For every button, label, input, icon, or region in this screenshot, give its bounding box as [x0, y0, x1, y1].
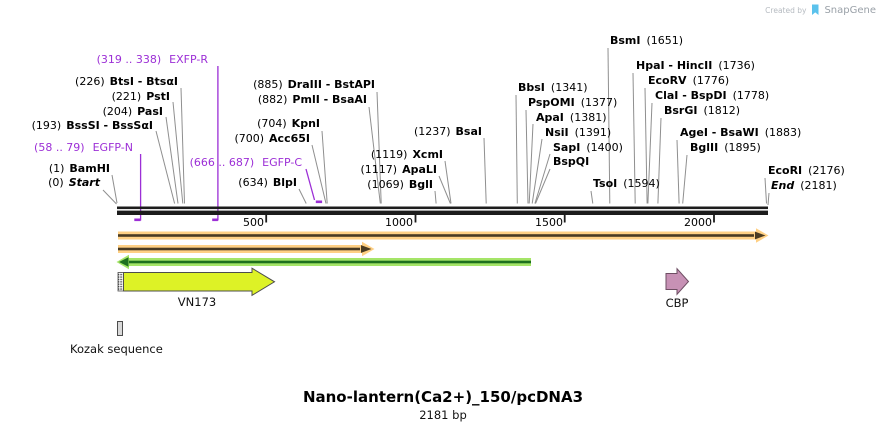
vn173-ragged-edge: [117, 272, 124, 292]
leader-pasi: [165, 116, 179, 204]
site-label-apai: ApaI(1381): [536, 111, 607, 124]
leader-bsai: [483, 137, 487, 204]
leader-hpai: [632, 72, 636, 204]
cbp-arrow: [665, 267, 690, 296]
site-label-pspomi: PspOMI(1377): [528, 96, 618, 109]
site-label-apali: (1117)ApaLI: [360, 163, 438, 176]
site-label-bamhi: (1)BamHI: [48, 162, 110, 175]
site-label-pmli: (882)PmlI - BsaAI: [257, 93, 367, 106]
ruler-ticks: [265, 215, 715, 223]
primer-label-egfp-c: (666 .. 687)EGFP-C: [189, 156, 302, 169]
leader-bsssi: [155, 130, 176, 204]
backbone-bottom-strand: [117, 210, 768, 215]
feature-label-kozak: Kozak sequence: [70, 342, 163, 356]
primer-marks: [134, 66, 323, 222]
leader-btsi: [180, 87, 185, 204]
green-arrow-core: [129, 260, 531, 264]
leader-ecori: [764, 177, 767, 204]
site-label-clai: ClaI - BspDI(1778): [655, 89, 770, 102]
leader-kpni: [321, 130, 328, 204]
orange-arrow-short-core: [118, 247, 360, 251]
leader-ecorv: [644, 87, 648, 204]
primer-egfp-c-leader: [305, 168, 316, 201]
sequence-backbone: [117, 206, 768, 215]
site-label-ecori: EcoRI(2176): [768, 164, 845, 177]
site-label-nsii: NsiI(1391): [545, 126, 612, 139]
leader-nsii: [531, 138, 543, 204]
primer-label-exfp-r: (319 .. 338)EXFP-R: [96, 53, 208, 66]
map-title: Nano-lantern(Ca2+)_150/pcDNA3: [302, 388, 584, 406]
leader-bbsi: [515, 94, 518, 204]
leader-agei: [676, 139, 680, 204]
leader-apali: [438, 175, 451, 204]
site-label-btsi: (226)BtsI - BtsαI: [75, 75, 178, 88]
leader-bsmi: [607, 47, 611, 204]
site-label-tsoi: TsoI(1594): [593, 177, 660, 190]
site-label-bsmi: BsmI(1651): [610, 34, 684, 47]
site-label-bsai: (1237)BsaI: [413, 125, 482, 138]
site-label-bsssi: (193)BssSI - BssSαI: [31, 119, 153, 132]
leader-psti: [172, 101, 184, 204]
leader-bspqi: [535, 168, 551, 204]
site-label-bsrgi: BsrGI(1812): [664, 104, 741, 117]
leader-acc65i: [311, 144, 327, 204]
site-label-hpai: HpaI - HincII(1736): [636, 59, 755, 72]
backbone-top-strand: [117, 206, 768, 210]
feature-arrows: [116, 228, 769, 336]
site-label-bbsi: BbsI(1341): [518, 81, 588, 94]
site-label-agei: AgeI - BsaWI(1883): [680, 126, 802, 139]
site-label-bglii: BglII(1895): [690, 141, 761, 154]
leader-start: [102, 189, 117, 205]
site-label-psti: (221)PstI: [111, 90, 170, 103]
site-label-bspqi: BspQI: [553, 155, 590, 168]
leader-bgli: [434, 190, 437, 204]
site-label-kpni: (704)KpnI: [257, 117, 320, 130]
leader-draiii: [376, 91, 382, 204]
site-label-start: (0)Start: [48, 176, 100, 189]
orange-arrow-full-head-core: [755, 231, 766, 240]
leader-blpi: [298, 188, 307, 204]
leader-tsoi: [590, 190, 594, 204]
leader-pmli: [368, 106, 381, 204]
snapgene-watermark: Created by SnapGene: [765, 4, 876, 16]
site-label-acc65i: (700)Acc65I: [234, 132, 310, 145]
vn173-arrow: [123, 267, 276, 297]
green-arrow-head-core: [119, 257, 129, 267]
site-label-draiii: (885)DraIII - BstAPI: [253, 78, 375, 91]
leader-pspomi: [525, 109, 529, 204]
leader-bglii: [682, 154, 688, 204]
leader-sapi: [534, 153, 551, 204]
kozak-box: [117, 321, 123, 336]
feature-label-vn173: VN173: [177, 295, 217, 309]
orange-arrow-short-head-core: [361, 245, 372, 253]
site-label-pasi: (204)PasI: [102, 105, 163, 118]
ruler-label-500: 500: [243, 216, 264, 229]
leader-clai: [647, 102, 653, 204]
watermark-prefix: Created by: [765, 5, 807, 15]
primer-label-egfp-n: (58 .. 79)EGFP-N: [34, 141, 133, 154]
orange-arrow-full-core: [118, 234, 754, 237]
ruler-label-1500: 1500: [535, 216, 563, 229]
leader-apai: [528, 123, 534, 204]
site-label-xcmi: (1119)XcmI: [370, 148, 443, 161]
ruler-label-2000: 2000: [684, 216, 712, 229]
leader-bsrgi: [657, 117, 662, 204]
leader-xcmi: [444, 160, 452, 204]
snapgene-flag-icon: [812, 4, 819, 15]
site-label-bgli: (1069)BglI: [367, 178, 433, 191]
site-label-end: End(2181): [771, 179, 837, 192]
leader-bamhi: [111, 174, 118, 204]
ruler-label-1000: 1000: [385, 216, 413, 229]
feature-label-cbp: CBP: [665, 296, 689, 310]
map-length: 2181 bp: [419, 408, 467, 422]
site-label-ecorv: EcoRV(1776): [648, 74, 730, 87]
leader-end: [767, 192, 770, 206]
site-label-blpi: (634)BlpI: [238, 176, 297, 189]
leader-lines: [102, 47, 770, 206]
watermark-brand: SnapGene: [824, 4, 876, 16]
site-label-sapi: SapI(1400): [553, 141, 623, 154]
